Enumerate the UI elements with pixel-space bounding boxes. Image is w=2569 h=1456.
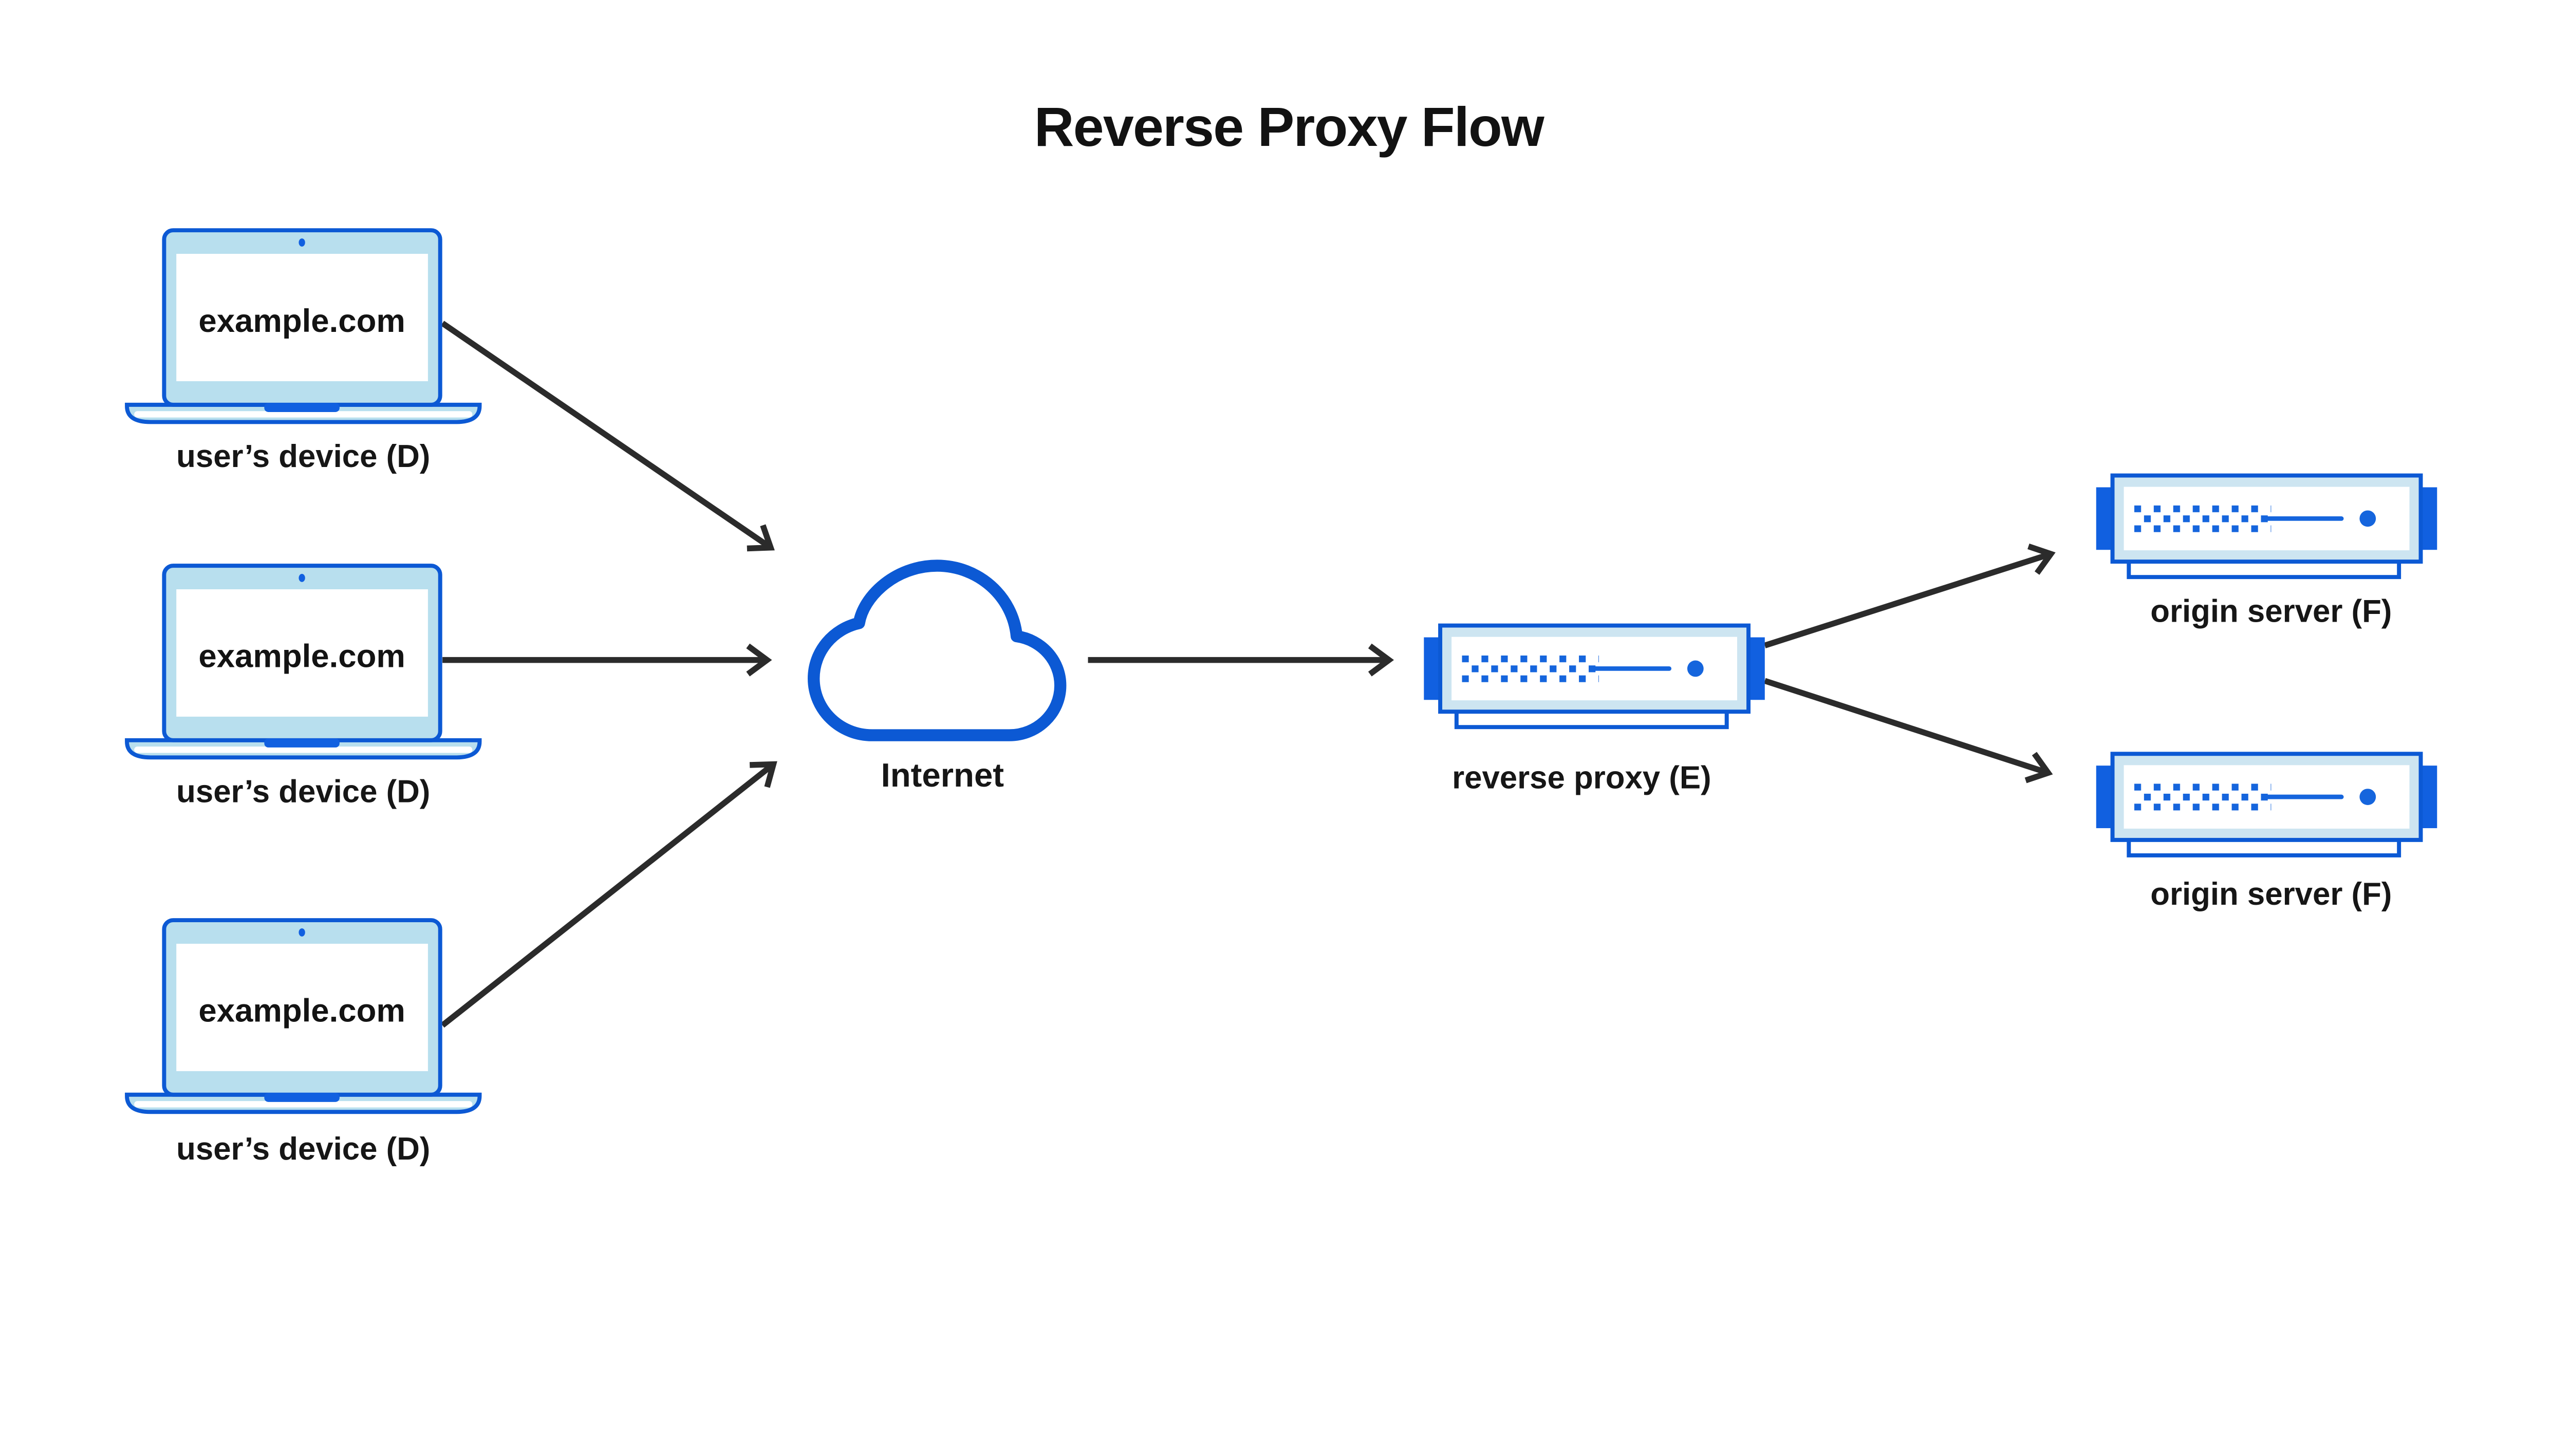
laptop-base-highlight (134, 411, 473, 418)
server-power-dot (1687, 660, 1704, 677)
flow-arrows (440, 321, 2056, 1028)
server-slot-line (2262, 794, 2344, 799)
server-power-dot (2359, 789, 2376, 805)
server-power-dot (2359, 510, 2376, 527)
user-device-1: example.com (125, 228, 482, 424)
webcam-icon (299, 573, 305, 582)
laptop-screen (176, 589, 428, 717)
server-vent-checkerboard (2134, 783, 2272, 811)
internet-label: Internet (881, 756, 1004, 794)
device-1-label: user’s device (D) (176, 439, 430, 474)
laptop-base-highlight (134, 746, 473, 753)
laptop-icon (125, 228, 482, 424)
server-slot-line (1590, 666, 1672, 671)
reverse-proxy-icon (1424, 623, 1765, 730)
laptop-hinge-notch (264, 403, 340, 413)
webcam-icon (299, 928, 305, 937)
arrow-proxy-to-origin2 (1764, 678, 2053, 783)
server-vent-checkerboard (1462, 655, 1599, 682)
origin-server-1-label: origin server (F) (2150, 594, 2392, 629)
laptop-screen (176, 254, 428, 382)
arrow-proxy-to-origin1 (1764, 543, 2056, 648)
screen-url-text: example.com (198, 993, 405, 1029)
laptop-screen (176, 943, 428, 1071)
screen-url-text: example.com (198, 303, 405, 339)
screen-url-text: example.com (198, 638, 405, 675)
arrow-device3-to-internet (440, 761, 777, 1028)
arrow-device1-to-internet (440, 321, 775, 552)
laptop-icon (125, 564, 482, 760)
reverse-proxy-flow-diagram: Reverse Proxy Flow example.com user’s de… (125, 96, 2437, 1167)
user-device-3: example.com (125, 918, 482, 1114)
reverse-proxy-label: reverse proxy (E) (1452, 760, 1711, 795)
internet-cloud-icon (808, 559, 1067, 741)
laptop-hinge-notch (264, 1093, 340, 1102)
server-vent-checkerboard (2134, 505, 2272, 532)
origin-server-2-label: origin server (F) (2150, 876, 2392, 912)
device-2-label: user’s device (D) (176, 774, 430, 810)
laptop-hinge-notch (264, 738, 340, 748)
user-device-2: example.com (125, 564, 482, 760)
laptop-icon (125, 918, 482, 1114)
diagram-stage: Reverse Proxy Flow example.com user’s de… (125, 96, 2437, 1167)
diagram-title: Reverse Proxy Flow (1034, 96, 1544, 158)
server-slot-line (2262, 516, 2344, 521)
origin-server-2-icon (2096, 752, 2437, 857)
device-3-label: user’s device (D) (176, 1131, 430, 1167)
cloud-outline (808, 559, 1067, 741)
origin-server-1-icon (2096, 473, 2437, 580)
webcam-icon (299, 238, 305, 247)
laptop-base-highlight (134, 1101, 473, 1108)
